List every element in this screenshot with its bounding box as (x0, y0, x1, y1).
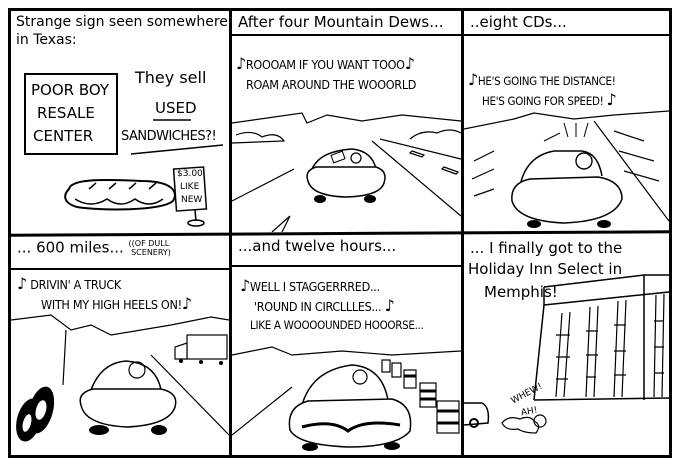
music-note-icon: ♪ (404, 54, 415, 73)
panel-5-lyrics-line1: ♪WELL I STAGGERRRED... (240, 277, 380, 295)
panel-5-caption: ...and twelve hours... (232, 235, 461, 267)
panel-3-lyrics-line2: HE'S GOING FOR SPEED! ♪ (482, 90, 617, 110)
caption-aside: ((OF DULL SCENERY) (128, 239, 171, 257)
lyrics-text: DRIVIN' A TRUCK (30, 277, 121, 292)
caption-text: ... 600 miles... (17, 238, 124, 257)
panel-2-caption: After four Mountain Dews... (232, 11, 461, 36)
panel-5-twelve-hours: ...and twelve hours... ♪WELL I STAGGERRR… (232, 235, 461, 455)
panel-2-mountain-dews: After four Mountain Dews... ♪ROOOAM IF Y… (232, 11, 461, 232)
panel-3-drawing (464, 110, 669, 228)
panel-1-drawing (24, 73, 224, 227)
sign-line1: POOR BOY (31, 81, 110, 99)
panel-2-lyrics-line2: ROAM AROUND THE WOOORLD (246, 77, 417, 92)
music-note-icon: ♪ (181, 294, 192, 313)
panel-4-lyrics-line1: ♪ DRIVIN' A TRUCK (17, 275, 121, 293)
price-tag-line3: NEW (181, 195, 203, 205)
music-note-icon: ♪ (384, 296, 395, 315)
lyrics-text: HE'S GOING FOR SPEED! (482, 94, 604, 108)
music-note-icon: ♪ (17, 274, 27, 293)
lyrics-text: WELL I STAGGERRRED... (249, 279, 380, 294)
lyrics-text: 'ROUND IN CIRCLLLES... (254, 299, 382, 314)
remark-line3: SANDWICHES?! (121, 129, 217, 144)
panel-1-caption-line2: in Texas: (16, 32, 77, 48)
panel-3-caption: ..eight CDs... (464, 11, 669, 36)
panel-2-lyrics-line1: ♪ROOOAM IF YOU WANT TOOO♪ (236, 55, 415, 73)
music-note-icon: ♪ (240, 276, 250, 295)
panel-3-eight-cds: ..eight CDs... ♪HE'S GOING THE DISTANCE!… (464, 11, 669, 232)
panel-6-caption-line1: ... I finally got to the (470, 239, 623, 257)
price-tag-line2: LIKE (180, 182, 200, 192)
remark-line1: They sell (135, 68, 207, 87)
music-note-icon: ♪ (468, 70, 478, 89)
panel-6-caption-line3: Memphis! (484, 283, 558, 301)
panel-4-600-miles: ... 600 miles... ((OF DULL SCENERY) ♪ DR… (11, 235, 229, 455)
remark-line2: USED (155, 99, 197, 117)
panel-6-caption-line2: Holiday Inn Select in (468, 260, 623, 278)
panel-5-drawing (232, 346, 461, 451)
panel-4-drawing (11, 314, 229, 442)
lyrics-text: HE'S GOING THE DISTANCE! (477, 74, 616, 88)
lyrics-text: ROOOAM IF YOU WANT TOOO (245, 57, 405, 72)
exclaim-ah: AH! (520, 405, 539, 419)
panel-6-holiday-inn: ... I finally got to the Holiday Inn Sel… (464, 235, 669, 455)
panel-1-texas-sign: Strange sign seen somewhere in Texas: PO… (11, 11, 229, 232)
aside-line2: SCENERY) (131, 248, 171, 257)
lyrics-text: WITH MY HIGH HEELS ON! (41, 297, 182, 312)
music-note-icon: ♪ (236, 54, 246, 73)
panel-1-caption-line1: Strange sign seen somewhere (16, 14, 228, 30)
panel-5-lyrics-line2: 'ROUND IN CIRCLLLES... ♪ (254, 296, 395, 315)
panel-2-drawing (232, 112, 461, 232)
panel-3-lyrics-line1: ♪HE'S GOING THE DISTANCE! (468, 71, 616, 90)
aside-line1: (OF DULL (131, 239, 170, 248)
price-tag-line1: $3.00 (177, 169, 203, 179)
panel-4-lyrics-line2: WITH MY HIGH HEELS ON!♪ (41, 295, 192, 313)
sign-line3: CENTER (33, 127, 94, 145)
music-note-icon: ♪ (606, 90, 617, 109)
panel-4-caption: ... 600 miles... ((OF DULL SCENERY) (11, 235, 229, 270)
panel-5-lyrics-line3: LIKE A WOOOOUNDED HOOORSE... (250, 318, 424, 332)
sign-line2: RESALE (37, 104, 95, 122)
panel-6-drawing (464, 274, 669, 434)
